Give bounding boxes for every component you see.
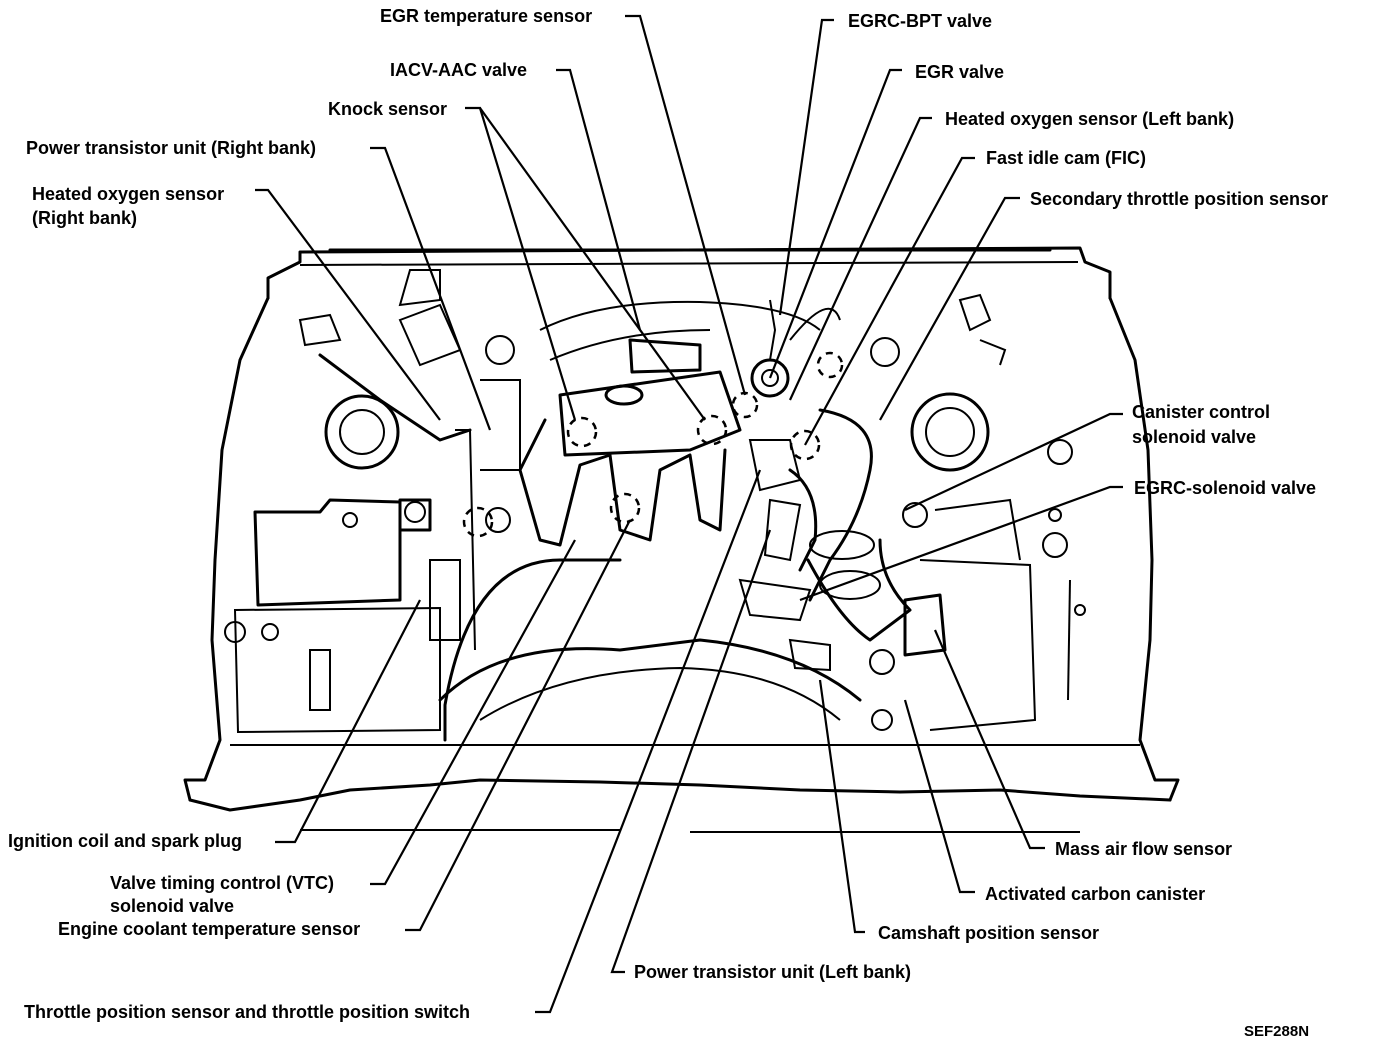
label-knock-sensor: Knock sensor [328, 99, 447, 119]
engine-bay-drawing [183, 246, 1180, 833]
component-labels: EGR temperature sensor EGRC-BPT valve IA… [8, 6, 1328, 1040]
label-activated-carbon-canister: Activated carbon canister [985, 884, 1205, 904]
label-vtc-line1: Valve timing control (VTC) [110, 873, 334, 893]
label-ignition-coil-spark-plug: Ignition coil and spark plug [8, 831, 242, 851]
label-secondary-throttle-position-sensor: Secondary throttle position sensor [1030, 189, 1328, 209]
label-egr-valve: EGR valve [915, 62, 1004, 82]
label-power-transistor-left-bank: Power transistor unit (Left bank) [634, 962, 911, 982]
label-heated-oxygen-sensor-left-bank: Heated oxygen sensor (Left bank) [945, 109, 1234, 129]
label-egrc-bpt-valve: EGRC-BPT valve [848, 11, 992, 31]
label-fast-idle-cam: Fast idle cam (FIC) [986, 148, 1146, 168]
label-throttle-position-sensor-switch: Throttle position sensor and throttle po… [24, 1002, 470, 1022]
label-vtc-line2: solenoid valve [110, 896, 234, 916]
label-canister-control-line1: Canister control [1132, 402, 1270, 422]
label-power-transistor-right-bank: Power transistor unit (Right bank) [26, 138, 316, 158]
label-egr-temperature-sensor: EGR temperature sensor [380, 6, 592, 26]
leader-lines [255, 14, 1123, 1014]
label-iacv-aac-valve: IACV-AAC valve [390, 60, 527, 80]
label-mass-air-flow-sensor: Mass air flow sensor [1055, 839, 1232, 859]
label-heated-oxygen-sensor-right-line1: Heated oxygen sensor [32, 184, 224, 204]
label-heated-oxygen-sensor-right-line2: (Right bank) [32, 208, 137, 228]
label-canister-control-line2: solenoid valve [1132, 427, 1256, 447]
label-camshaft-position-sensor: Camshaft position sensor [878, 923, 1099, 943]
figure-code: SEF288N [1244, 1023, 1309, 1040]
label-engine-coolant-temperature-sensor: Engine coolant temperature sensor [58, 919, 360, 939]
label-egrc-solenoid-valve: EGRC-solenoid valve [1134, 478, 1316, 498]
